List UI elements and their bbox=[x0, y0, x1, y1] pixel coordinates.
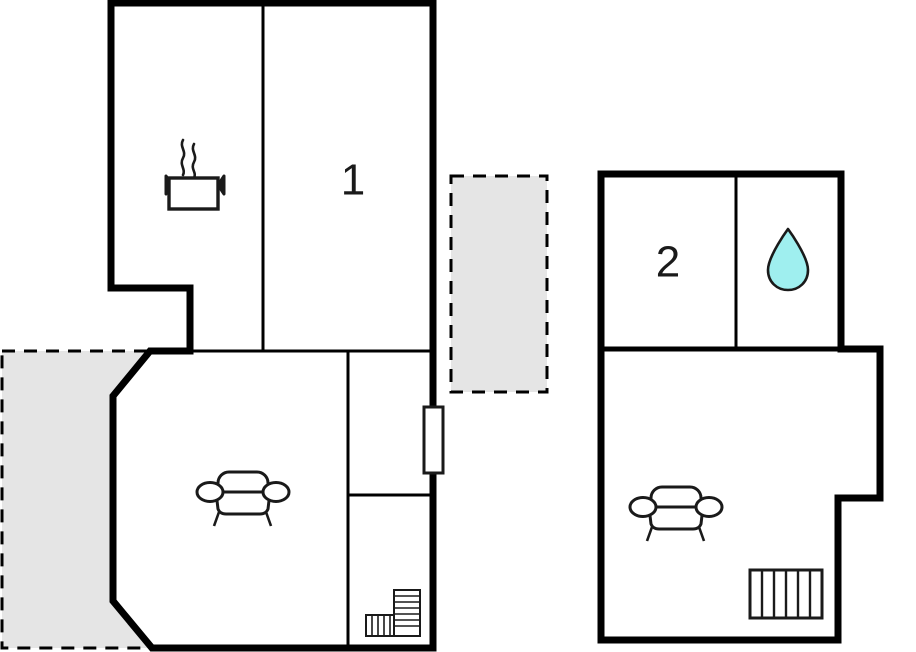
terrace-lower-left bbox=[0, 349, 156, 650]
door-icon[interactable] bbox=[422, 405, 445, 475]
terrace-upper-right-outline bbox=[449, 174, 549, 394]
sofa-seat bbox=[647, 505, 705, 531]
water-drop-icon bbox=[766, 227, 810, 292]
left-unit-partitions bbox=[190, 6, 433, 648]
sofa-leg-left bbox=[212, 511, 221, 527]
sofa-arm-left bbox=[628, 496, 658, 518]
steam-line-left bbox=[180, 138, 186, 177]
staircase-icon bbox=[365, 589, 421, 637]
room-label-1: 1 bbox=[341, 156, 365, 205]
stair-flight-vertical bbox=[393, 589, 421, 637]
door-leaf bbox=[422, 405, 445, 475]
sofa-seat bbox=[214, 490, 272, 516]
radiator-icon bbox=[748, 568, 824, 620]
water-drop-shape bbox=[766, 227, 810, 292]
right-unit-walls bbox=[597, 170, 884, 644]
sofa-arm-right bbox=[694, 496, 724, 518]
stair-flight-horizontal bbox=[365, 614, 395, 637]
sofa-icon bbox=[628, 485, 724, 542]
room-label-2: 2 bbox=[656, 238, 680, 287]
sofa-arm-left bbox=[195, 481, 225, 503]
pot-handle-right bbox=[216, 174, 226, 196]
sofa-leg-right bbox=[697, 526, 706, 542]
cooking-pot-icon bbox=[164, 138, 226, 211]
steam-line-right bbox=[191, 142, 197, 180]
sofa-leg-right bbox=[264, 511, 273, 527]
sofa-arm-right bbox=[261, 481, 291, 503]
right-unit-partitions bbox=[604, 177, 841, 352]
pot-body bbox=[167, 176, 220, 211]
right-unit-outline bbox=[597, 170, 884, 644]
terrace-upper-right bbox=[449, 174, 549, 394]
sofa-leg-left bbox=[645, 526, 654, 542]
terrace-lower-left-outline bbox=[0, 349, 156, 650]
sofa-icon bbox=[195, 470, 291, 527]
